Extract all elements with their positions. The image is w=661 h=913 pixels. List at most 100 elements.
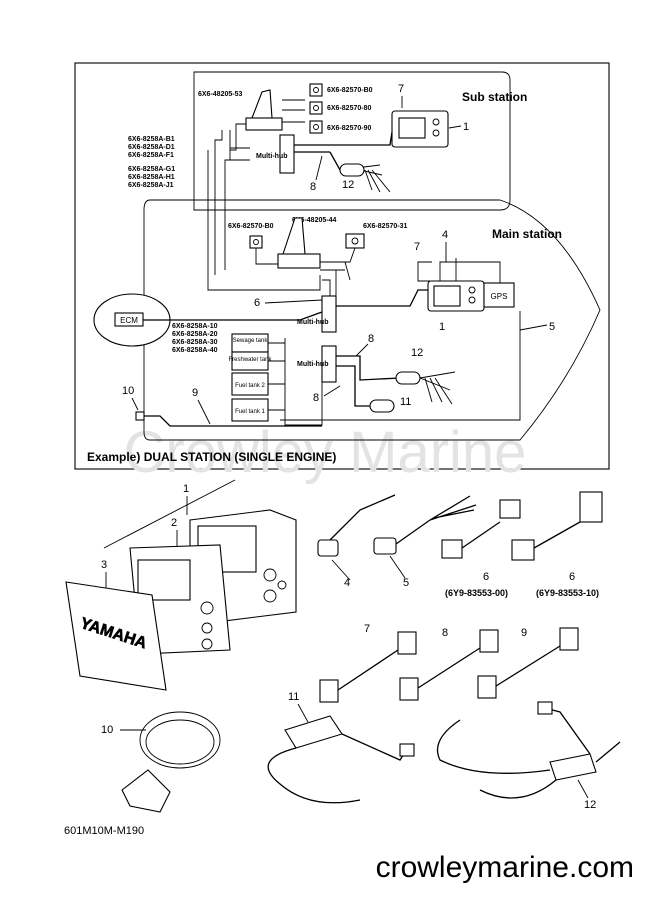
extension-8-connector-b (479, 629, 499, 653)
extension-9-connector-a (477, 675, 497, 699)
svg-text:6X6-8258A-B1: 6X6-8258A-B1 (128, 136, 175, 143)
svg-text:6X6-8258A-G1: 6X6-8258A-G1 (128, 166, 175, 173)
callout-6a-parts: 6 (483, 571, 489, 583)
freshwater-tank-label: Freshwater tank (228, 357, 272, 363)
harness-11-connector (399, 743, 415, 757)
harness-6b-connector-b (579, 491, 603, 523)
part-6a-number: (6Y9-83553-00) (445, 588, 508, 598)
extension-7-connector-b (397, 631, 417, 655)
svg-text:6X6-8258A-30: 6X6-8258A-30 (172, 339, 218, 346)
extension-8-connector-a (399, 677, 419, 701)
cable-4-connector (317, 539, 339, 557)
left-harness-parts-b: 6X6-8258A-G1 6X6-8258A-H1 6X6-8258A-J1 (128, 166, 175, 189)
callout-1-sub: 1 (463, 121, 469, 133)
callout-8-parts: 8 (442, 627, 448, 639)
harness-6a-connector-a (441, 539, 463, 559)
main-gauge-part: 6X6-82570-31 (363, 223, 407, 230)
callout-1-main: 1 (439, 321, 445, 333)
sensor-harness-parts: 6X6-8258A-10 6X6-8258A-20 6X6-8258A-30 6… (172, 323, 218, 354)
harness-6b-connector-a (511, 539, 535, 561)
watermark-text: Crowley Marine (124, 420, 527, 485)
main-station-hull-outline (143, 199, 601, 441)
svg-text:6X6-8258A-D1: 6X6-8258A-D1 (128, 144, 175, 151)
sub-multi-hub (279, 134, 295, 174)
sub-switch-part-1: 6X6-82570-B0 (327, 87, 373, 94)
extension-9-connector-b (559, 627, 579, 651)
callout-5-parts: 5 (403, 577, 409, 589)
site-watermark: crowleymarine.com (376, 851, 634, 884)
main-switch-part: 6X6-82570-B0 (228, 223, 274, 230)
sub-switch-part-3: 6X6-82570-90 (327, 125, 371, 132)
callout-9-diagram: 9 (192, 387, 198, 399)
main-multi-hub-upper-label: Multi-hub (297, 319, 329, 326)
sub-remote-control (245, 117, 283, 131)
main-switch (249, 235, 263, 249)
schematic-frame (74, 62, 610, 470)
svg-text:6X6-8258A-J1: 6X6-8258A-J1 (128, 182, 174, 189)
callout-7-sub: 7 (398, 83, 404, 95)
main-multi-hub-upper (321, 295, 337, 333)
sub-station-title: Sub station (462, 90, 527, 104)
transducer-10 (121, 769, 171, 813)
callout-7-main: 7 (414, 241, 420, 253)
main-multi-hub-lower-label: Multi-hub (297, 361, 329, 368)
sewage-tank-label: Sewage tank (233, 338, 269, 344)
callout-8-main-b: 8 (313, 392, 319, 404)
callout-3-parts: 3 (101, 559, 107, 571)
sub-remote-control-part: 6X6-48205-53 (198, 91, 242, 98)
callout-2-parts: 2 (171, 517, 177, 529)
callout-5-diagram: 5 (549, 321, 555, 333)
sub-switch-part-2: 6X6-82570-80 (327, 105, 371, 112)
main-remote-control (277, 253, 321, 269)
svg-text:6X6-8258A-H1: 6X6-8258A-H1 (128, 174, 175, 181)
main-key-switch (345, 233, 365, 249)
svg-text:6X6-8258A-F1: 6X6-8258A-F1 (128, 152, 174, 159)
callout-9-parts: 9 (521, 627, 527, 639)
sun-cover-3 (65, 581, 167, 691)
callout-6b-parts: 6 (569, 571, 575, 583)
extension-7-connector-a (319, 679, 339, 703)
callout-10-parts: 10 (101, 724, 113, 736)
callout-4-parts: 4 (344, 577, 350, 589)
harness-11-body (284, 715, 343, 749)
sub-multi-hub-label: Multi-hub (256, 153, 288, 160)
callout-10-diagram: 10 (122, 385, 134, 397)
callout-11-parts: 11 (288, 691, 299, 703)
left-harness-parts-a: 6X6-8258A-B1 6X6-8258A-D1 6X6-8258A-F1 (128, 136, 175, 159)
main-remote-control-part: 6X6-48205-44 (292, 217, 336, 224)
gps-unit (483, 282, 515, 308)
callout-12-main: 12 (411, 347, 423, 359)
part-6b-number: (6Y9-83553-10) (536, 588, 599, 598)
sub-harness-12 (339, 163, 365, 177)
main-harness-11 (369, 399, 395, 413)
figure-code: 601M10M-M190 (64, 825, 144, 837)
sub-switch-3 (309, 120, 323, 134)
transducer-10-cable (139, 711, 221, 769)
callout-8-main-a: 8 (368, 333, 374, 345)
sub-switch-1 (309, 83, 323, 97)
transducer-10-diagram (135, 411, 145, 421)
main-station-title: Main station (492, 227, 562, 241)
cable-5-connector (373, 537, 397, 555)
svg-text:6X6-8258A-40: 6X6-8258A-40 (172, 347, 218, 354)
sub-switch-2 (309, 101, 323, 115)
callout-7-parts: 7 (364, 623, 370, 635)
fuel-tank-1-label: Fuel tank 1 (235, 409, 265, 415)
callout-4-diagram: 4 (442, 229, 448, 241)
harness-12-body (549, 753, 597, 781)
callout-12-parts: 12 (584, 799, 596, 811)
main-multi-hub-lower (321, 345, 337, 383)
svg-text:6X6-8258A-20: 6X6-8258A-20 (172, 331, 218, 338)
ecm-label: ECM (120, 316, 138, 325)
callout-8-sub: 8 (310, 181, 316, 193)
callout-1-parts: 1 (183, 483, 189, 495)
gps-label: GPS (491, 292, 508, 301)
callout-12-sub: 12 (342, 179, 354, 191)
fuel-tank-2-label: Fuel tank 2 (235, 383, 265, 389)
sub-station-outline (193, 71, 511, 211)
svg-text:6X6-8258A-10: 6X6-8258A-10 (172, 323, 218, 330)
harness-12-connector (537, 701, 553, 715)
diagram-caption: Example) DUAL STATION (SINGLE ENGINE) (87, 450, 336, 464)
callout-11-diagram: 11 (400, 396, 411, 408)
